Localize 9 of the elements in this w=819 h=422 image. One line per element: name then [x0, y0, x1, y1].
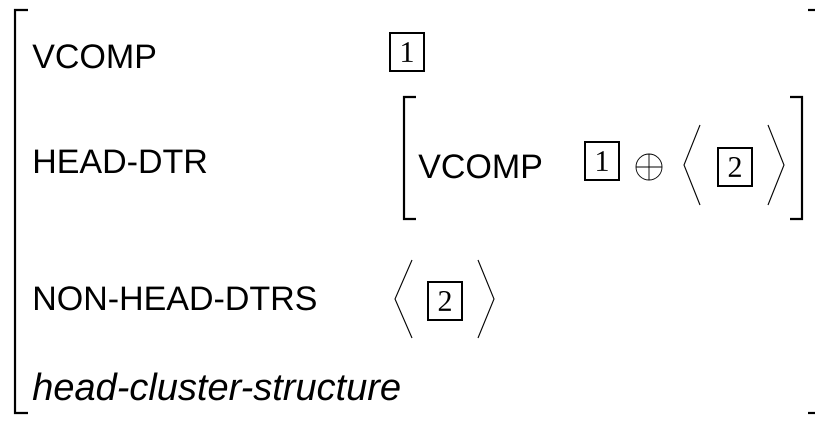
tag-box: 2 — [717, 147, 753, 187]
feature-name: VCOMP — [418, 154, 542, 178]
type-label: head-cluster-structure — [32, 372, 400, 400]
tag-box: 2 — [427, 281, 463, 321]
tag-box: 1 — [389, 32, 425, 72]
feature-name: VCOMP — [32, 44, 156, 68]
tag-box: 1 — [584, 141, 620, 181]
feature-name: HEAD-DTR — [35, 150, 206, 173]
feature-name: NON-HEAD-DTRS — [35, 286, 316, 310]
